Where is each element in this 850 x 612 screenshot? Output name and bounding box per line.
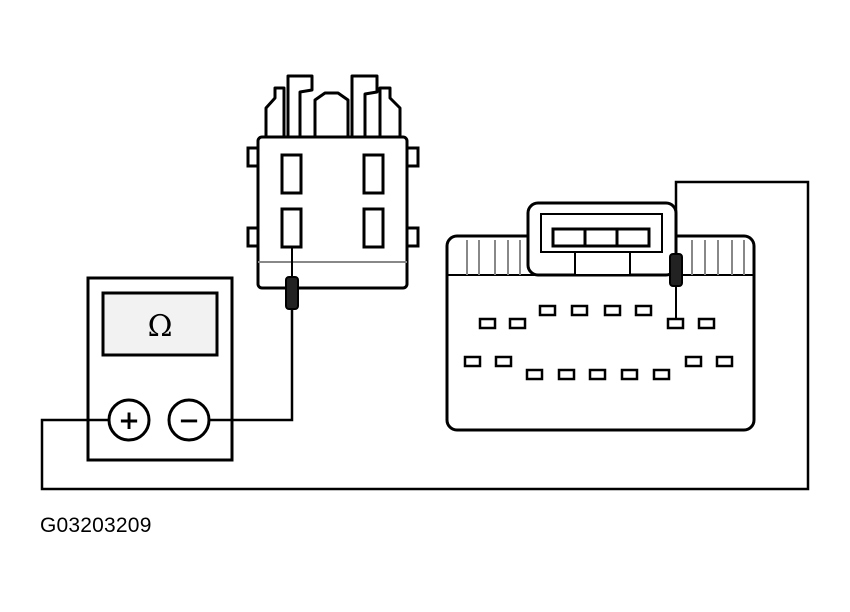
negative-symbol: − [178, 406, 200, 436]
test-probe [669, 253, 683, 287]
connector-pin-cavity [362, 207, 385, 249]
lock-slot [551, 227, 587, 248]
connector-pin-cavity [478, 317, 497, 330]
connector-pin-cavity [603, 304, 622, 317]
ohmmeter: Ω + − [86, 276, 234, 462]
connector-pin-cavity [463, 355, 482, 368]
connector-pin-cavity [525, 368, 544, 381]
connector-pin-cavity [280, 207, 303, 249]
connector-pin-cavity [666, 317, 685, 330]
connector-pin-cavity [684, 355, 703, 368]
connector-pin-cavity [494, 355, 513, 368]
small-connector-body [256, 135, 409, 290]
connector-pin-cavity [652, 368, 671, 381]
connector-latch [264, 86, 286, 140]
ohmmeter-display [101, 291, 219, 357]
lock-slot [615, 227, 651, 248]
connector-latch [313, 91, 350, 140]
connector-lock-base [574, 251, 631, 276]
connector-pin-cavity [557, 368, 576, 381]
connector-pin-cavity [538, 304, 557, 317]
large-connector [445, 201, 756, 432]
connector-pin-cavity [508, 317, 527, 330]
connector-pin-cavity [588, 368, 607, 381]
test-leads [40, 180, 810, 491]
pin-row-1 [478, 304, 716, 330]
connector-pin-cavity [362, 153, 385, 195]
connector-latch [286, 74, 314, 140]
connector-pin-cavity [620, 368, 639, 381]
positive-test-lead [40, 180, 810, 491]
pin-row-2 [463, 355, 734, 381]
negative-test-lead [209, 309, 294, 422]
ohm-symbol: Ω [148, 309, 173, 344]
connector-latch [350, 74, 379, 140]
connector-pin-cavity [280, 153, 303, 195]
connector-pin-cavity [570, 304, 589, 317]
connector-pin-cavity [634, 304, 653, 317]
small-connector [246, 74, 420, 310]
positive-symbol: + [118, 406, 140, 436]
test-probe [285, 276, 299, 310]
connector-pin-cavity [697, 317, 716, 330]
lock-slot [583, 227, 619, 248]
connector-ribs [466, 240, 745, 275]
connector-latch [378, 86, 402, 140]
connector-pin-cavity [715, 355, 734, 368]
figure-id-label: G03203209 [40, 514, 152, 537]
